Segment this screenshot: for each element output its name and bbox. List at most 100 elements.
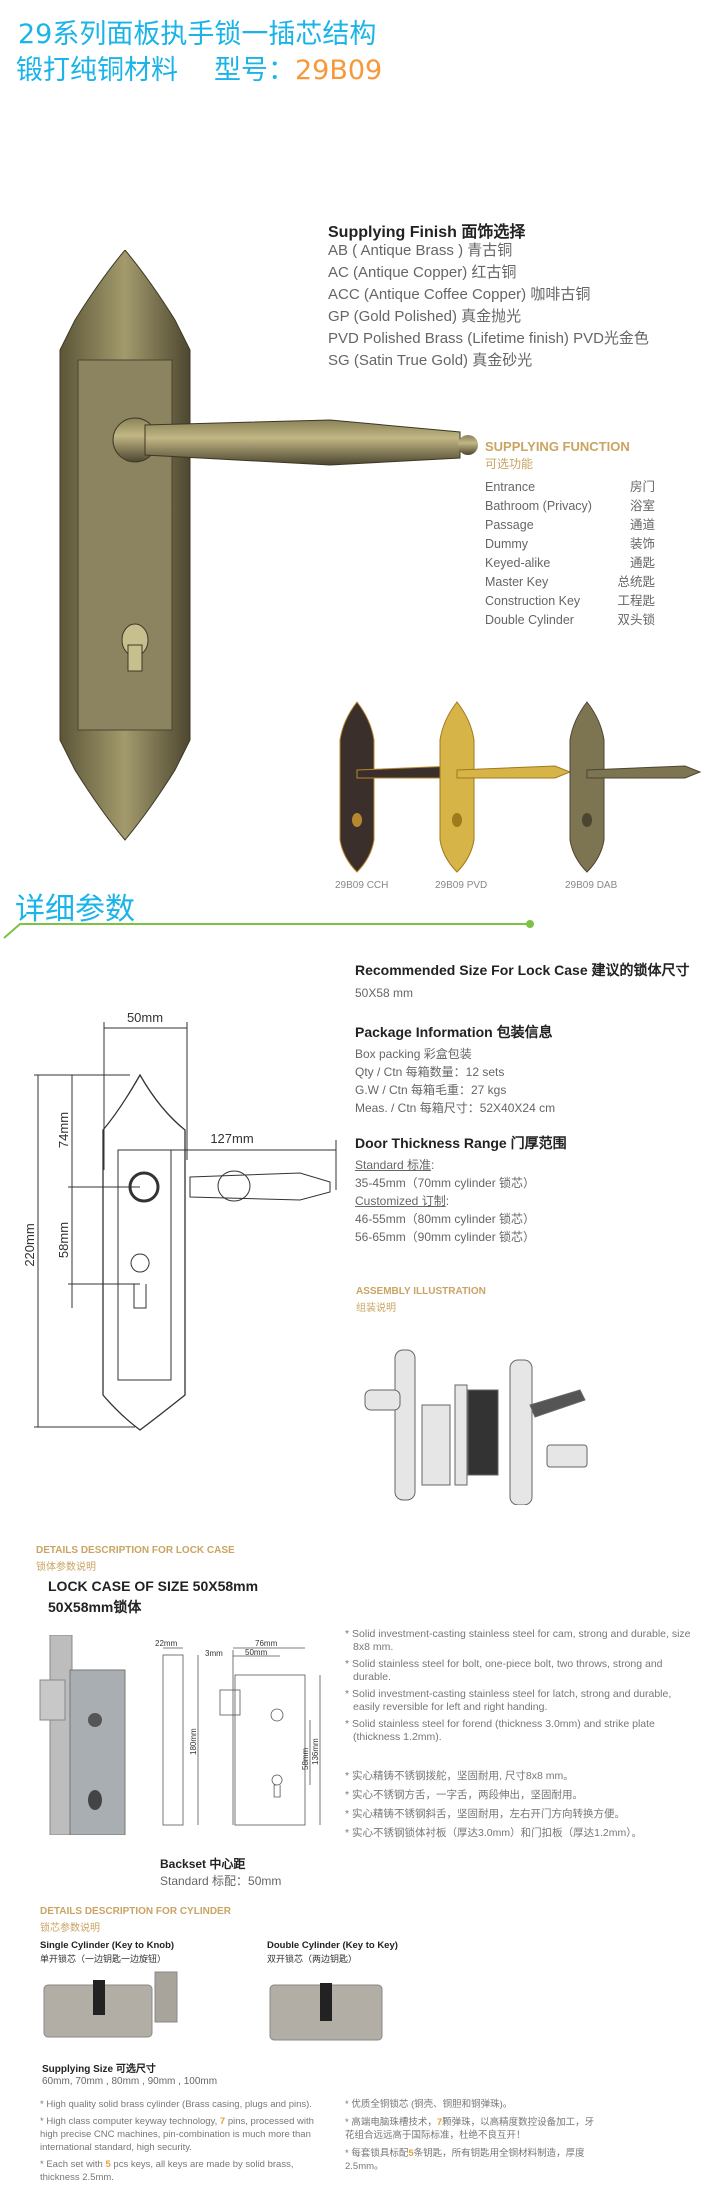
variant-caption: 29B09 DAB (565, 880, 618, 891)
function-en: Keyed-alike (485, 556, 551, 570)
cyl-bullet-cont: pcs keys, all keys are made by solid bra… (40, 2159, 294, 2183)
function-item: Bathroom (Privacy)浴室 (485, 497, 655, 516)
custom-value: 56-65mm（90mm cylinder 锁芯） (355, 1230, 536, 1244)
section-title: 详细参数 (15, 892, 135, 927)
variant-image (569, 701, 702, 873)
page-subtitle: 锻打纯铜材料型号：29B09 (16, 54, 382, 88)
function-en: Dummy (485, 537, 529, 551)
cyl-bullet: High quality solid brass cylinder (Brass… (46, 2099, 312, 2110)
function-en: Entrance (485, 480, 536, 494)
finish-item: AC (Antique Copper) 红古铜 (328, 264, 517, 281)
lockcase-bullet-cn: 实心精铸不锈钢拨舵，坚固耐用, 尺寸8x8 mm。 (352, 1770, 574, 1782)
dim-top: 74mm (56, 1112, 71, 1148)
cylinder-bullets-en: * High quality solid brass cylinder (Bra… (40, 2099, 314, 2183)
dim-handle: 127mm (210, 1131, 253, 1146)
model-label: 型号： (214, 55, 295, 86)
function-en: Construction Key (485, 594, 581, 608)
package-item: Box packing 彩盒包装 (355, 1047, 472, 1061)
door-thickness-heading: Door Thickness Range 门厚范围 (355, 1135, 567, 1151)
finish-item: GP (Gold Polished) 真金抛光 (328, 308, 522, 325)
cyl-bullet: Each set with (46, 2159, 106, 2170)
function-heading: SUPPLYING FUNCTION (485, 439, 630, 454)
dim-bottom: 58mm (56, 1222, 71, 1258)
finish-item: PVD Polished Brass (Lifetime finish) PVD… (328, 330, 649, 347)
assembly-heading-cn: 组装说明 (356, 1303, 396, 1314)
main-lock-image (59, 250, 478, 841)
custom-label: Customized 订制 (355, 1194, 446, 1208)
function-cn: 房门 (629, 480, 655, 494)
supplying-size-heading: Supplying Size 可选尺寸 (42, 2064, 156, 2075)
cyl-bullet: High class computer keyway technology, (46, 2116, 220, 2127)
single-cylinder-image (43, 1971, 178, 2038)
cyl-bullet-cn-cont: 条钥匙，所有钥匙用全铜材料制造，厚度2.5mm。 (345, 2148, 585, 2172)
lockcase-bullet: Solid stainless steel for bolt, one-piec… (352, 1658, 663, 1683)
finish-item: SG (Satin True Gold) 真金砂光 (328, 352, 533, 369)
material-text: 锻打纯铜材料 (16, 55, 178, 86)
custom-value: 46-55mm（80mm cylinder 锁芯） (355, 1212, 536, 1226)
function-cn: 总统匙 (617, 575, 655, 589)
lockcase-photo (39, 1635, 126, 1835)
lockcase-bullet: Solid investment-casting stainless steel… (352, 1628, 691, 1653)
dim-50: 50mm (245, 1648, 268, 1657)
double-cylinder-image (269, 1983, 383, 2041)
pin-count-cn: 7 (436, 2117, 443, 2128)
cyl-bullet-cn: 高端电脑珠槽技术， (351, 2117, 437, 2128)
standard-value: 35-45mm（70mm cylinder 锁芯） (355, 1176, 536, 1190)
dim-58: 58mm (301, 1747, 310, 1770)
lockcase-heading: DETAILS DESCRIPTION FOR LOCK CASE (36, 1545, 235, 1556)
page-title: 29系列面板执手锁一插芯结构 (18, 19, 377, 50)
function-item: Keyed-alike 通匙 (485, 554, 655, 573)
lockcase-bullet-cn: 实心精铸不锈钢斜舌，坚固耐用，左右开门方向转换方便。 (352, 1808, 626, 1820)
dim-22: 22mm (155, 1640, 178, 1648)
backset-heading: Backset 中心距 (160, 1857, 246, 1871)
backset-value: Standard 标配：50mm (160, 1874, 282, 1888)
door-thickness-list: Standard 标准: 35-45mm（70mm cylinder 锁芯） C… (355, 1158, 536, 1244)
lockcase-bullet: Solid stainless steel for forend (thickn… (352, 1718, 655, 1743)
lockcase-bullet: Solid investment-casting stainless steel… (352, 1688, 672, 1713)
package-list: Box packing 彩盒包装 Qty / Ctn 每箱数量：12 sets … (355, 1045, 555, 1117)
dim-total: 220mm (22, 1223, 37, 1266)
function-en: Double Cylinder (485, 613, 574, 627)
key-count: 5 (105, 2159, 111, 2170)
lockcase-heading-cn: 锁体参数说明 (36, 1562, 96, 1573)
variant-caption: 29B09 PVD (435, 880, 488, 891)
lockcase-title: LOCK CASE OF SIZE 50X58mm (48, 1578, 259, 1594)
dimension-drawing: 50mm 127mm 74mm 58mm 220mm (22, 1010, 337, 1431)
variant-caption: 29B09 CCH (335, 880, 389, 891)
double-cylinder-label: Double Cylinder (Key to Key) (267, 1940, 398, 1951)
cyl-bullet-cn: 优质全铜锁芯 (铜壳、铜胆和铜弹珠)。 (351, 2099, 513, 2110)
lockcase-bullets-en: * Solid investment-casting stainless ste… (345, 1628, 691, 1743)
single-cylinder-label: Single Cylinder (Key to Knob) (40, 1940, 175, 1951)
function-item: Entrance 房门 (485, 478, 655, 497)
lockcase-bullets-cn: * 实心精铸不锈钢拨舵，坚固耐用, 尺寸8x8 mm。* 实心不锈钢方舌，一字舌… (345, 1770, 642, 1839)
package-heading: Package Information 包装信息 (355, 1024, 553, 1040)
function-cn: 通匙 (629, 556, 655, 570)
lockcase-title-cn: 50X58mm锁体 (48, 1599, 142, 1615)
package-item: Qty / Ctn 每箱数量：12 sets (355, 1065, 505, 1079)
dim-180: 180mm (189, 1728, 198, 1755)
dim-3: 3mm (205, 1649, 223, 1658)
double-cylinder-label-cn: 双开锁芯（两边钥匙） (267, 1954, 358, 1964)
rec-size-heading: Recommended Size For Lock Case 建议的锁体尺寸 (355, 962, 690, 978)
single-cylinder-label-cn: 单开锁芯（一边钥匙一边旋钮） (40, 1954, 167, 1964)
section-divider (3, 920, 534, 939)
package-item: Meas. / Ctn 每箱尺寸：52X40X24 cm (355, 1101, 556, 1115)
standard-label: Standard 标准 (355, 1158, 432, 1172)
finish-item: ACC (Antique Coffee Copper) 咖啡古铜 (328, 286, 591, 303)
function-cn: 装饰 (629, 537, 655, 551)
cyl-bullet-cn-cont: 颗弹珠，以高精度数控设备加工，牙花组合远远高于国际标准，杜绝不良互开！ (345, 2117, 595, 2141)
supplying-size-value: 60mm, 70mm , 80mm , 90mm , 100mm (42, 2076, 218, 2087)
dim-76: 76mm (255, 1640, 278, 1648)
assembly-illustration (364, 1349, 588, 1505)
finish-list: AB ( Antique Brass ) 青古铜 AC (Antique Cop… (328, 240, 649, 372)
lockcase-drawing: 22mm 76mm 3mm 50mm 180mm 58mm 136mm (155, 1640, 321, 1826)
cyl-bullet-cont: pins, processed with high precise CNC ma… (40, 2116, 314, 2153)
dim-width: 50mm (127, 1010, 163, 1025)
pin-count: 7 (219, 2116, 226, 2127)
function-cn: 浴室 (629, 499, 655, 513)
